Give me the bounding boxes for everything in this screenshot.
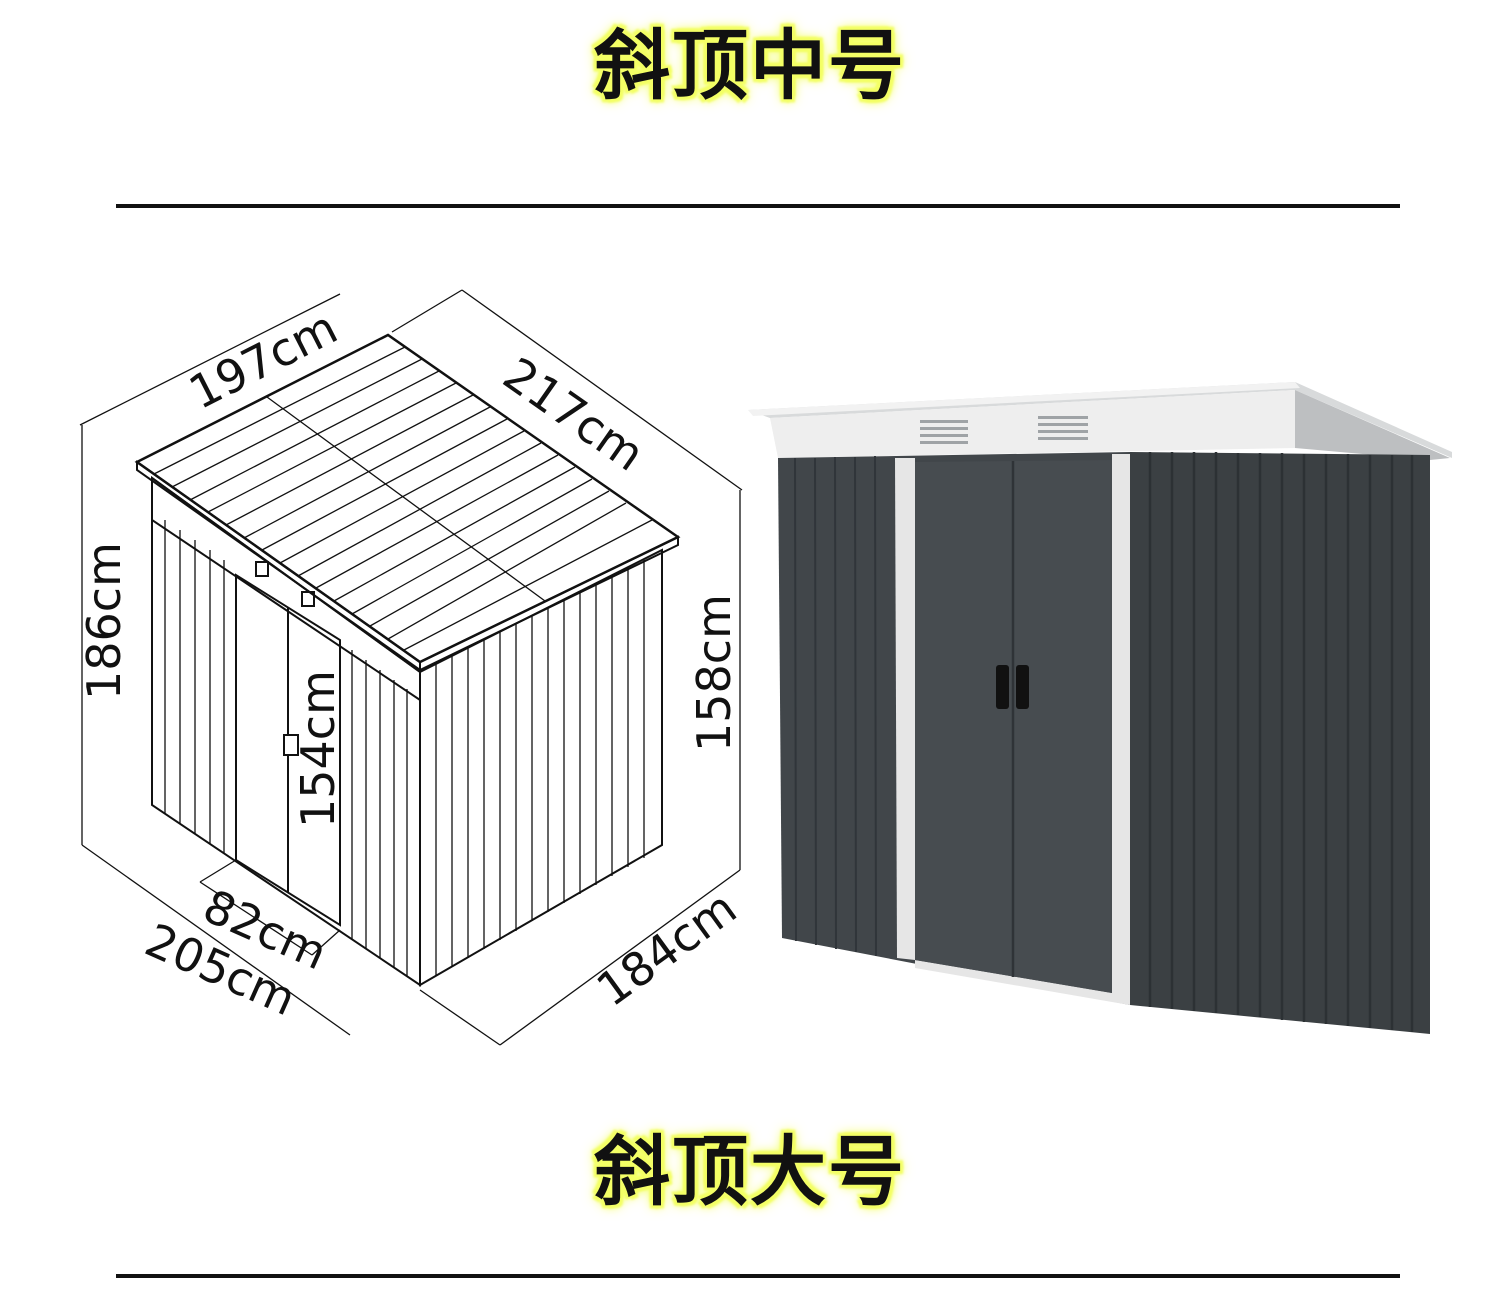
dim-left-height: 186cm: [77, 542, 131, 700]
product-title-large: 斜顶大号: [594, 1127, 906, 1216]
dim-side-depth: 184cm: [587, 880, 746, 1017]
divider-bottom: [116, 1274, 1400, 1278]
dim-right-height: 158cm: [687, 594, 741, 752]
shed-outline: [134, 333, 681, 987]
dim-door-height: 154cm: [291, 670, 345, 828]
product-title-medium: 斜顶中号: [594, 21, 906, 110]
divider-top: [116, 204, 1400, 208]
dimension-lines: [79, 289, 743, 1046]
shed-photo: [748, 382, 1452, 1034]
